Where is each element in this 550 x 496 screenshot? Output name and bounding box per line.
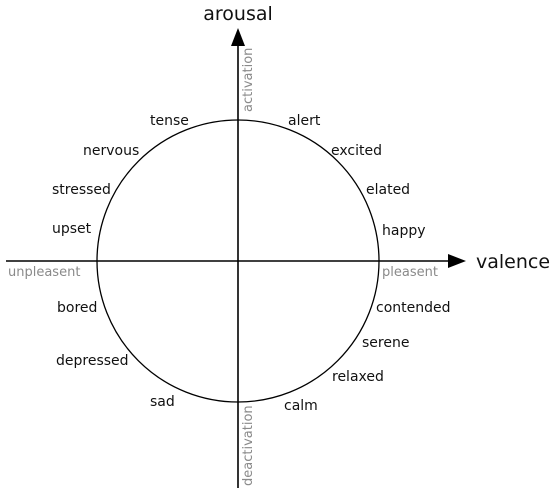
- emotion-label-depressed: depressed: [56, 353, 129, 369]
- emotion-label-excited: excited: [331, 143, 382, 159]
- emotion-label-calm: calm: [284, 398, 318, 414]
- valence-axis-title: valence: [476, 251, 550, 273]
- emotion-label-alert: alert: [288, 113, 321, 129]
- emotion-label-stressed: stressed: [52, 182, 111, 198]
- emotion-label-nervous: nervous: [83, 143, 139, 159]
- emotion-label-elated: elated: [366, 182, 410, 198]
- pleasent-pole-label: pleasent: [382, 265, 438, 280]
- activation-pole-label: activation: [241, 48, 256, 112]
- emotion-label-contended: contended: [376, 300, 451, 316]
- arousal-axis-arrowhead: [231, 28, 245, 46]
- emotion-label-sad: sad: [150, 394, 175, 410]
- unpleasent-pole-label: unpleasent: [8, 265, 80, 280]
- emotion-label-serene: serene: [362, 335, 409, 351]
- emotion-label-upset: upset: [52, 221, 92, 237]
- emotion-label-relaxed: relaxed: [332, 369, 384, 385]
- emotion-label-bored: bored: [57, 300, 97, 316]
- arousal-axis-title: arousal: [203, 3, 273, 25]
- emotion-label-happy: happy: [382, 223, 426, 239]
- deactivation-pole-label: deactivation: [241, 405, 256, 486]
- valence-axis-arrowhead: [448, 254, 466, 268]
- emotion-label-tense: tense: [150, 113, 189, 129]
